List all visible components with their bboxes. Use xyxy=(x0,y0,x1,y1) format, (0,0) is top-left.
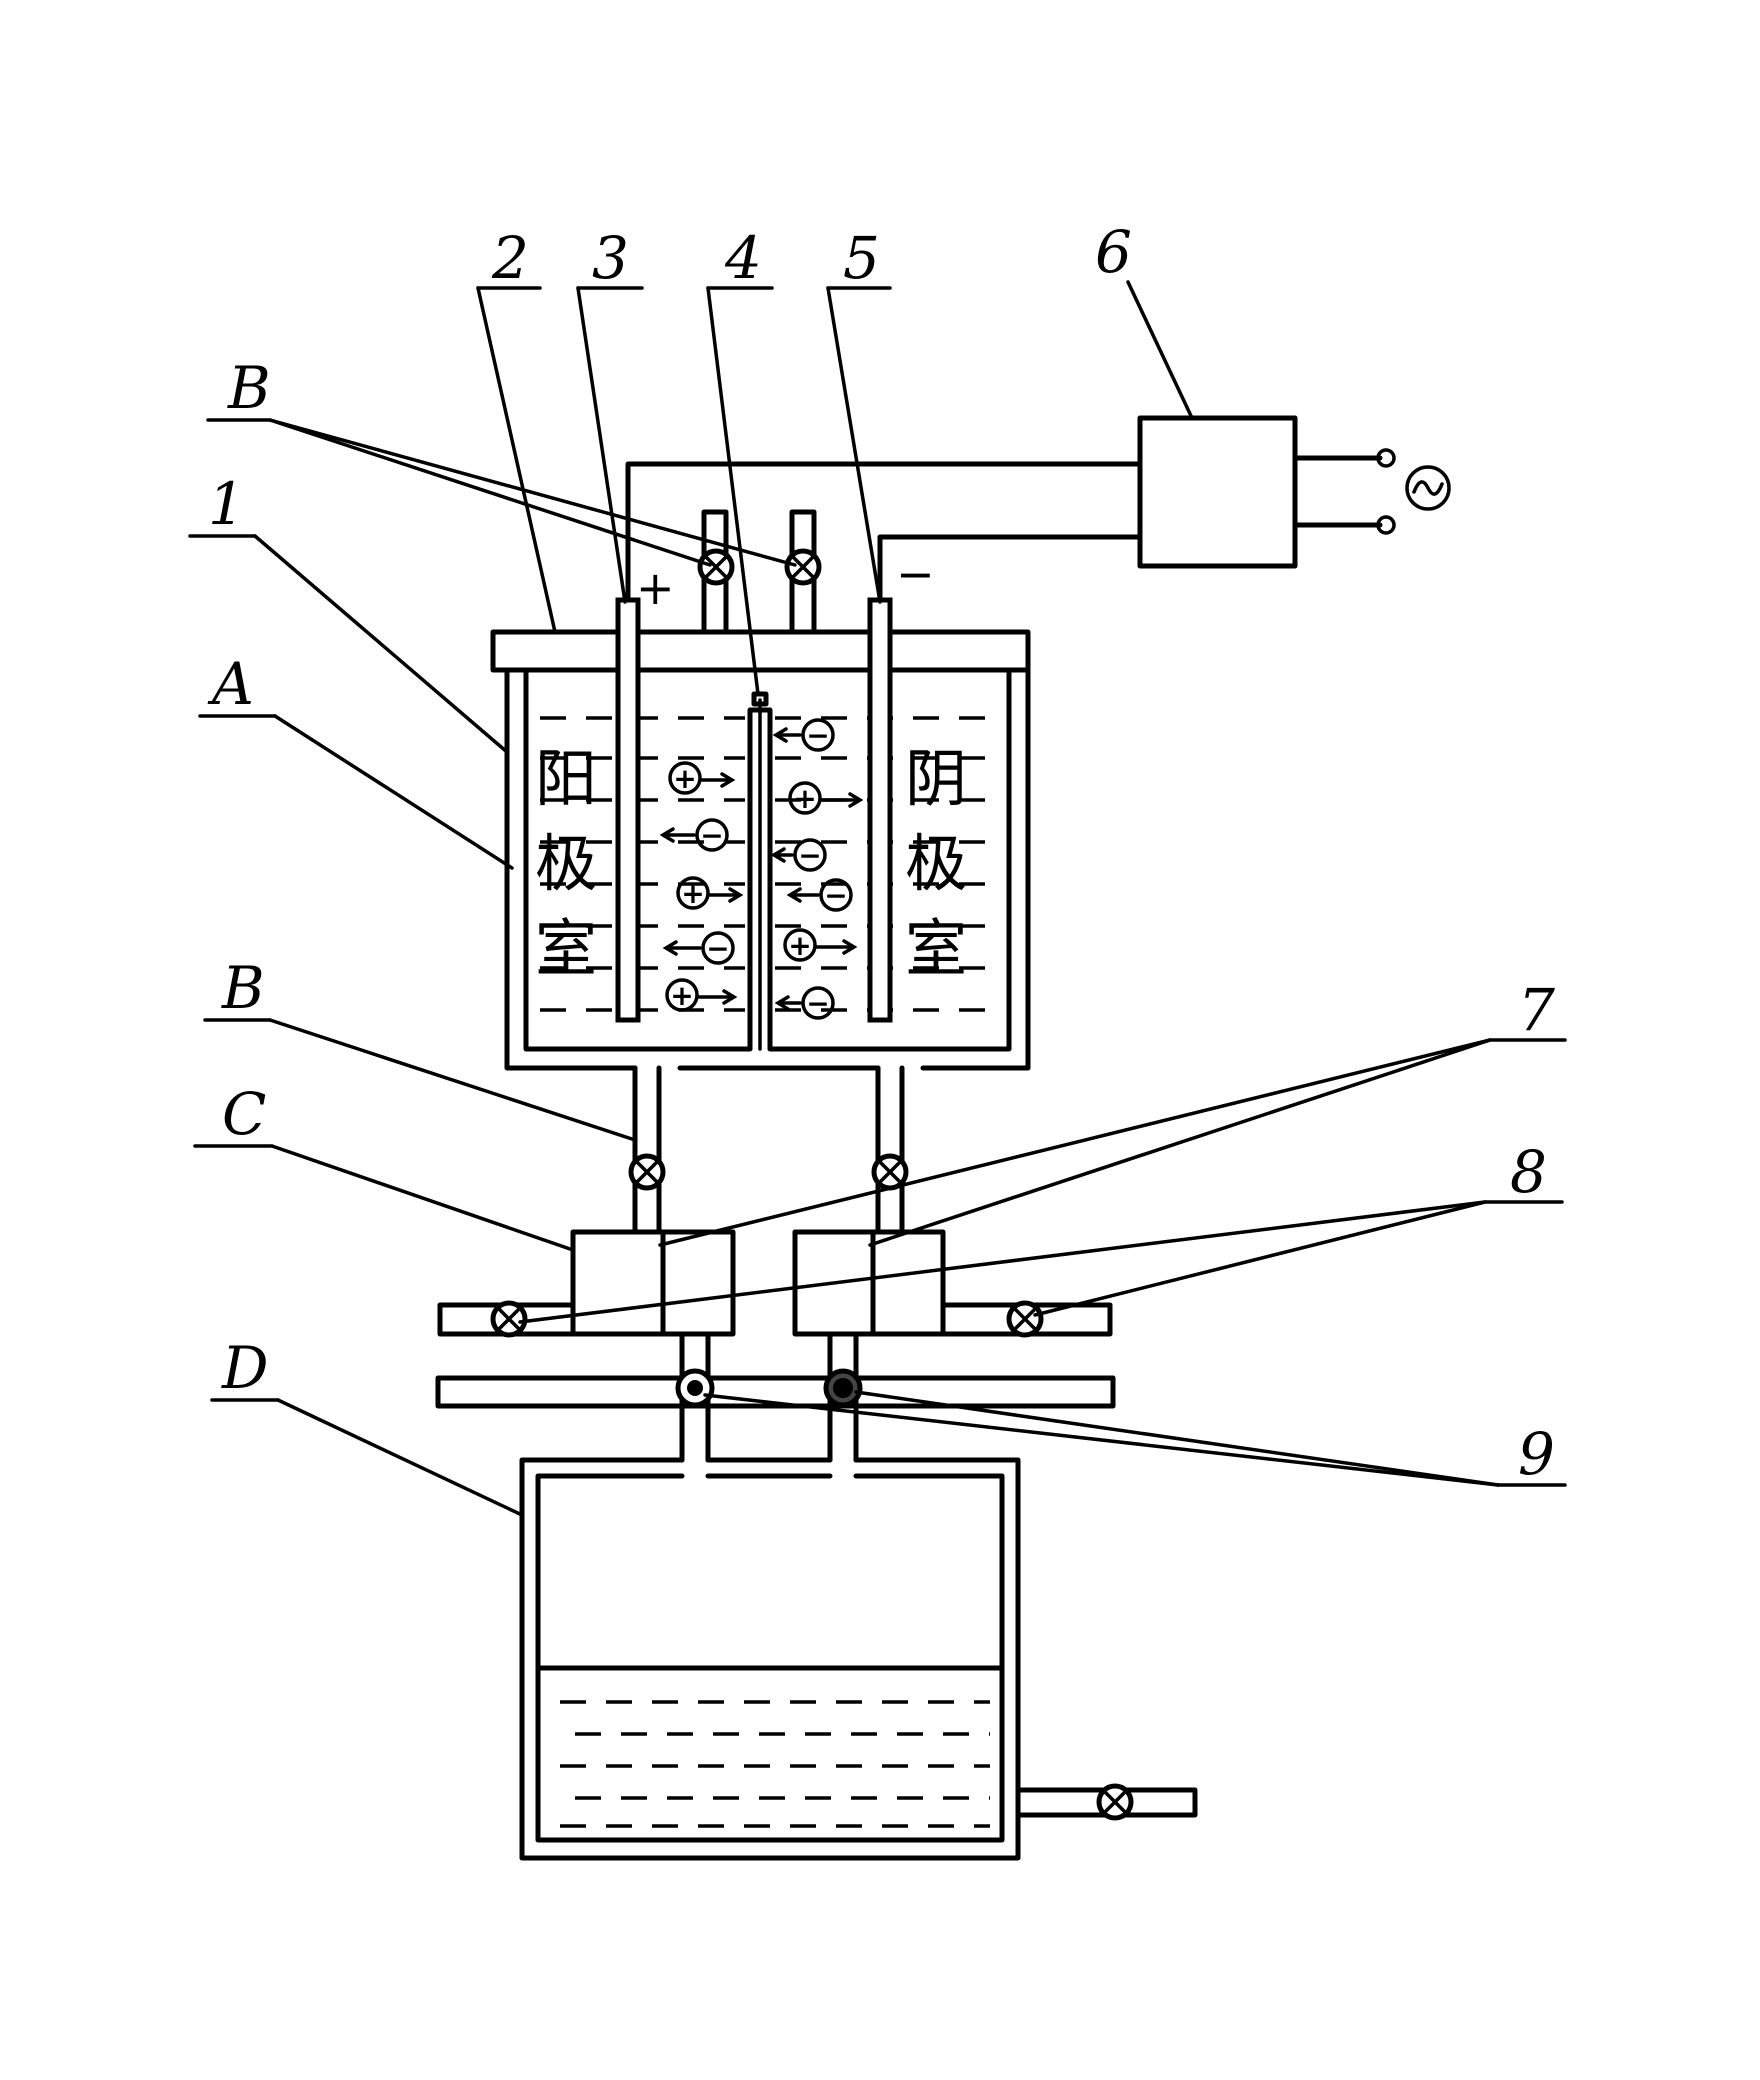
leader-lines xyxy=(188,280,1567,1517)
svg-text:−: − xyxy=(706,932,729,965)
svg-text:极: 极 xyxy=(535,827,597,900)
power-supply-box xyxy=(1137,415,1298,569)
power-supply-group xyxy=(625,415,1451,605)
valve-icon xyxy=(1096,1783,1134,1821)
anode-sign: + xyxy=(636,561,675,615)
svg-text:室: 室 xyxy=(535,912,597,985)
left-separator-box xyxy=(570,1229,666,1337)
callout-labels: 2 3 4 5 6 B 1 A B C 7 8 D 9 xyxy=(207,218,1555,1488)
tank-inner-wall xyxy=(535,1473,1005,1843)
cathode-electrode xyxy=(867,597,893,1023)
label-D: D xyxy=(221,1334,269,1402)
check-valve-icon xyxy=(675,1368,715,1408)
support-crossbar xyxy=(435,1375,1116,1409)
right-separator-box xyxy=(870,1229,946,1337)
svg-text:室: 室 xyxy=(905,912,967,985)
tank-water-dashes xyxy=(560,1700,990,1828)
cathode-sign: − xyxy=(896,547,935,601)
label-6: 6 xyxy=(1095,218,1132,286)
svg-text:−: − xyxy=(806,719,829,752)
anode-electrode xyxy=(615,597,641,1023)
svg-text:阳: 阳 xyxy=(535,742,597,815)
svg-text:+: + xyxy=(681,877,704,910)
label-2: 2 xyxy=(491,224,529,292)
svg-text:+: + xyxy=(673,762,696,795)
valve-icon xyxy=(697,548,735,586)
ion-positive: + xyxy=(783,928,858,962)
label-5: 5 xyxy=(843,224,880,292)
ion-positive: + xyxy=(676,876,744,910)
ion-positive: + xyxy=(665,978,738,1012)
svg-text:+: + xyxy=(670,979,693,1012)
valve-icon xyxy=(871,1153,909,1191)
ion-negative: − xyxy=(786,878,853,912)
tank-outer-wall xyxy=(519,1457,1021,1861)
terminal-upper xyxy=(1376,448,1396,468)
ion-negative: − xyxy=(774,986,835,1020)
svg-text:+: + xyxy=(793,782,816,815)
cell-outer-wall xyxy=(504,667,1031,1071)
label-B-top: B xyxy=(227,354,271,422)
terminal-lower xyxy=(1376,515,1396,535)
label-4: 4 xyxy=(724,224,762,292)
svg-text:−: − xyxy=(806,987,829,1020)
cathode-wire xyxy=(877,534,1143,605)
svg-text:−: − xyxy=(700,819,723,852)
ion-positive: + xyxy=(788,781,864,815)
ac-source-icon xyxy=(1405,465,1451,511)
svg-text:极: 极 xyxy=(905,827,967,900)
valve-icon xyxy=(490,1300,528,1338)
anode-wire xyxy=(625,461,1143,605)
ions-left: + − + − + xyxy=(659,761,744,1012)
valve-icon xyxy=(784,548,822,586)
label-3: 3 xyxy=(592,224,629,292)
ion-negative: − xyxy=(770,838,827,872)
label-9: 9 xyxy=(1518,1420,1555,1488)
valve-icon xyxy=(628,1153,666,1191)
valves xyxy=(697,548,822,586)
anode-chamber-label: 阳 极 室 xyxy=(535,742,597,985)
ion-negative: − xyxy=(772,718,835,752)
label-C: C xyxy=(222,1080,266,1148)
cell-drain-pipes xyxy=(628,1065,909,1235)
svg-text:−: − xyxy=(824,879,847,912)
label-8: 8 xyxy=(1510,1138,1547,1206)
ion-negative: − xyxy=(659,818,729,852)
label-7: 7 xyxy=(1518,976,1555,1044)
cell-lid xyxy=(490,629,1031,673)
valve-icon xyxy=(1006,1300,1044,1338)
check-valve-icon xyxy=(823,1368,863,1408)
ion-positive: + xyxy=(668,761,736,795)
ions-right: − + − − + − xyxy=(770,718,864,1020)
ion-negative: − xyxy=(662,931,735,965)
storage-tank xyxy=(519,1457,1198,1861)
svg-text:+: + xyxy=(788,929,811,962)
label-A: A xyxy=(207,650,254,718)
cathode-chamber-label: 阴 极 室 xyxy=(905,742,967,985)
lower-piping xyxy=(435,1331,1116,1463)
left-separator-cartridge xyxy=(660,1229,736,1337)
label-B-mid: B xyxy=(221,954,265,1022)
svg-text:阴: 阴 xyxy=(905,742,967,815)
svg-text:−: − xyxy=(798,839,821,872)
label-1: 1 xyxy=(208,470,245,538)
separator-units xyxy=(437,1229,1113,1338)
electrolytic-cell: + − 阳 极 室 阴 极 室 + − + − + − + − xyxy=(490,509,1031,1071)
